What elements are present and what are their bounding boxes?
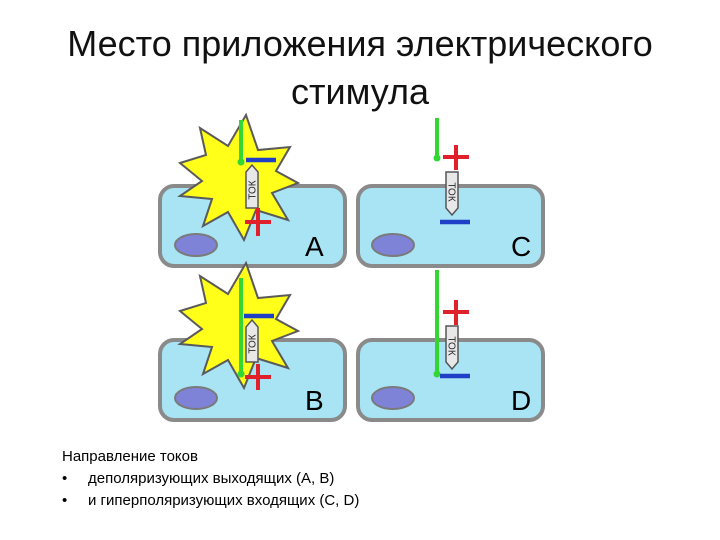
current-arrow: ТОК bbox=[245, 318, 259, 363]
caption-item: • деполяризующих выходящих (A, B) bbox=[62, 468, 359, 490]
caption-item-text: и гиперполяризующих входящих (C, D) bbox=[88, 492, 360, 509]
title-line-1: Место приложения электрического bbox=[67, 23, 653, 64]
caption-item: • и гиперполяризующих входящих (C, D) bbox=[62, 490, 359, 512]
plus-sign bbox=[245, 208, 271, 236]
panel-letter: C bbox=[511, 231, 531, 262]
electrode-tip bbox=[433, 370, 441, 378]
panel-d: ТОК D bbox=[356, 270, 545, 422]
cell-nucleus bbox=[174, 386, 218, 410]
arrow-label: ТОК bbox=[446, 336, 457, 355]
cell-nucleus bbox=[371, 386, 415, 410]
bullet: • bbox=[62, 492, 68, 509]
title-line-2: стимула bbox=[291, 71, 429, 112]
cell-nucleus bbox=[174, 233, 218, 257]
stimulus-burst bbox=[177, 112, 301, 243]
panel-letter: D bbox=[511, 385, 531, 416]
electrode-tip bbox=[237, 158, 245, 166]
current-arrow: ТОК bbox=[445, 171, 459, 217]
cell-nucleus bbox=[371, 233, 415, 257]
caption-list: • деполяризующих выходящих (A, B) • и ги… bbox=[62, 468, 359, 512]
arrow-label: ТОК bbox=[248, 180, 259, 199]
caption-heading: Направление токов bbox=[62, 448, 198, 465]
page-title: Место приложения электрического стимула bbox=[0, 20, 720, 116]
plus-sign bbox=[245, 364, 271, 390]
panel-c: ТОК C bbox=[356, 118, 545, 268]
electrode-tip bbox=[237, 370, 245, 378]
panel-a: ТОК A bbox=[158, 112, 347, 268]
plus-sign bbox=[443, 145, 469, 170]
arrow-label: ТОК bbox=[248, 334, 259, 353]
panel-b: ТОК B bbox=[158, 260, 347, 422]
caption-item-text: деполяризующих выходящих (A, B) bbox=[88, 470, 335, 487]
panel-letter: A bbox=[305, 231, 324, 262]
caption: Направление токов • деполяризующих выход… bbox=[62, 446, 359, 512]
plus-sign bbox=[443, 300, 469, 325]
arrow-label: ТОК bbox=[446, 182, 457, 201]
panel-letter: B bbox=[305, 385, 324, 416]
current-arrow: ТОК bbox=[445, 325, 459, 371]
bullet: • bbox=[62, 470, 68, 487]
electrode-tip bbox=[433, 154, 441, 162]
current-arrow: ТОК bbox=[245, 163, 259, 209]
